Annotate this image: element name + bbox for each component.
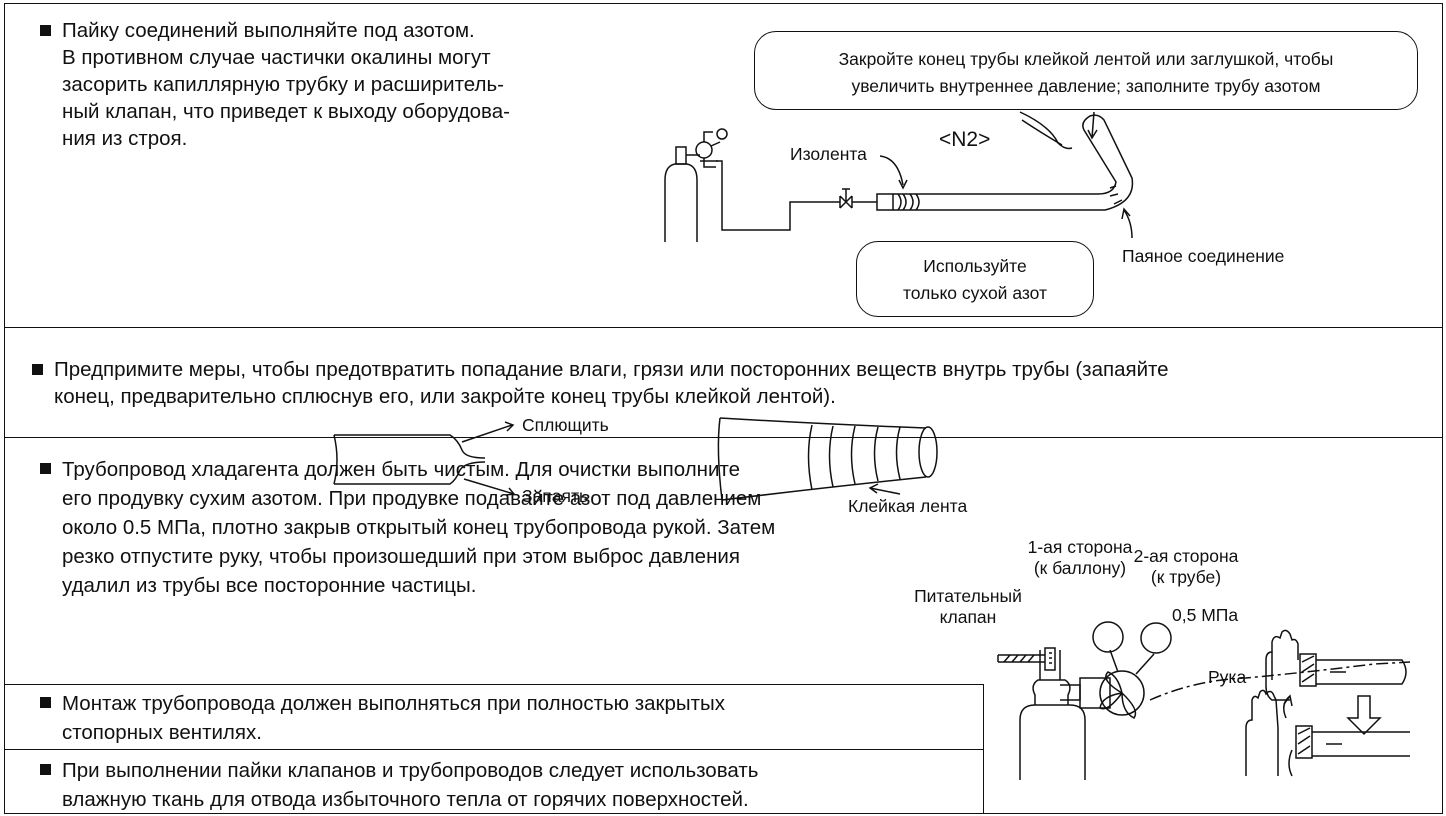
pressure-label: 0,5 МПа [1172,605,1239,625]
callout-seal-pipe-text: Закройте конец трубы клейкой лентой или … [838,49,1334,96]
taped-pipe-icon [718,418,937,500]
nitrogen-cylinder-icon [665,129,727,242]
callout-arrows [880,112,1132,238]
divider-1 [4,327,1443,328]
pipe-top-icon [1300,654,1406,686]
nitrogen-blowing-diagram [990,600,1446,800]
divider-vertical [983,684,984,814]
bullet-icon [32,364,43,375]
section2-text: Предпримите меры, чтобы предотвратить по… [32,356,1169,410]
side2-label: 2-ая сторона (к трубе) [1133,546,1239,587]
divider-3 [4,684,984,685]
seal-label: Запаять [522,486,589,506]
supply-hose [716,161,840,230]
pipe-bottom-icon [1296,726,1410,758]
blow-line [1150,662,1410,700]
valve-label: Питательный клапан [914,586,1022,627]
bullet-icon [40,764,51,775]
down-arrow-icon [1348,696,1380,734]
tape-label: Изолента [790,144,867,164]
section5-text: При выполнении пайки клапанов и трубопро… [40,756,758,814]
divider-2 [4,437,1443,438]
adhesive-tape-label: Клейкая лента [848,496,968,516]
brazed-joint-label: Паяное соединение [1122,246,1285,266]
brazed-pipe [877,115,1132,210]
section3-text: Трубопровод хладагента должен быть чисты… [40,455,775,600]
side1-label: 1-ая сторона (к баллону) [1027,537,1133,578]
pipe-end-protection-diagram [0,410,1446,510]
callout-seal-pipe [754,31,1418,110]
n2-label: <N2> [939,128,991,151]
hand-covering-icon [1266,630,1298,700]
nitrogen-brazing-diagram [0,0,1446,330]
hose-valve-icon [840,189,877,208]
hand-released-icon [1246,690,1292,776]
divider-4 [4,749,984,750]
callout-dry-nitrogen-text: Используйте только сухой азот [902,256,1048,303]
section1-text: Пайку соединений выполняйте под азотом. … [40,17,510,152]
regulator-icon [1060,622,1171,718]
bullet-icon [40,697,51,708]
bullet-icon [40,463,51,474]
section4-text: Монтаж трубопровода должен выполняться п… [40,689,725,747]
hand-label: Рука [1208,667,1247,687]
gas-cylinder-icon [998,648,1085,780]
flatten-label: Сплющить [522,415,609,435]
flattened-pipe-icon [334,422,514,495]
document-frame [4,3,1443,814]
callout-dry-nitrogen [856,241,1094,317]
bullet-icon [40,25,51,36]
